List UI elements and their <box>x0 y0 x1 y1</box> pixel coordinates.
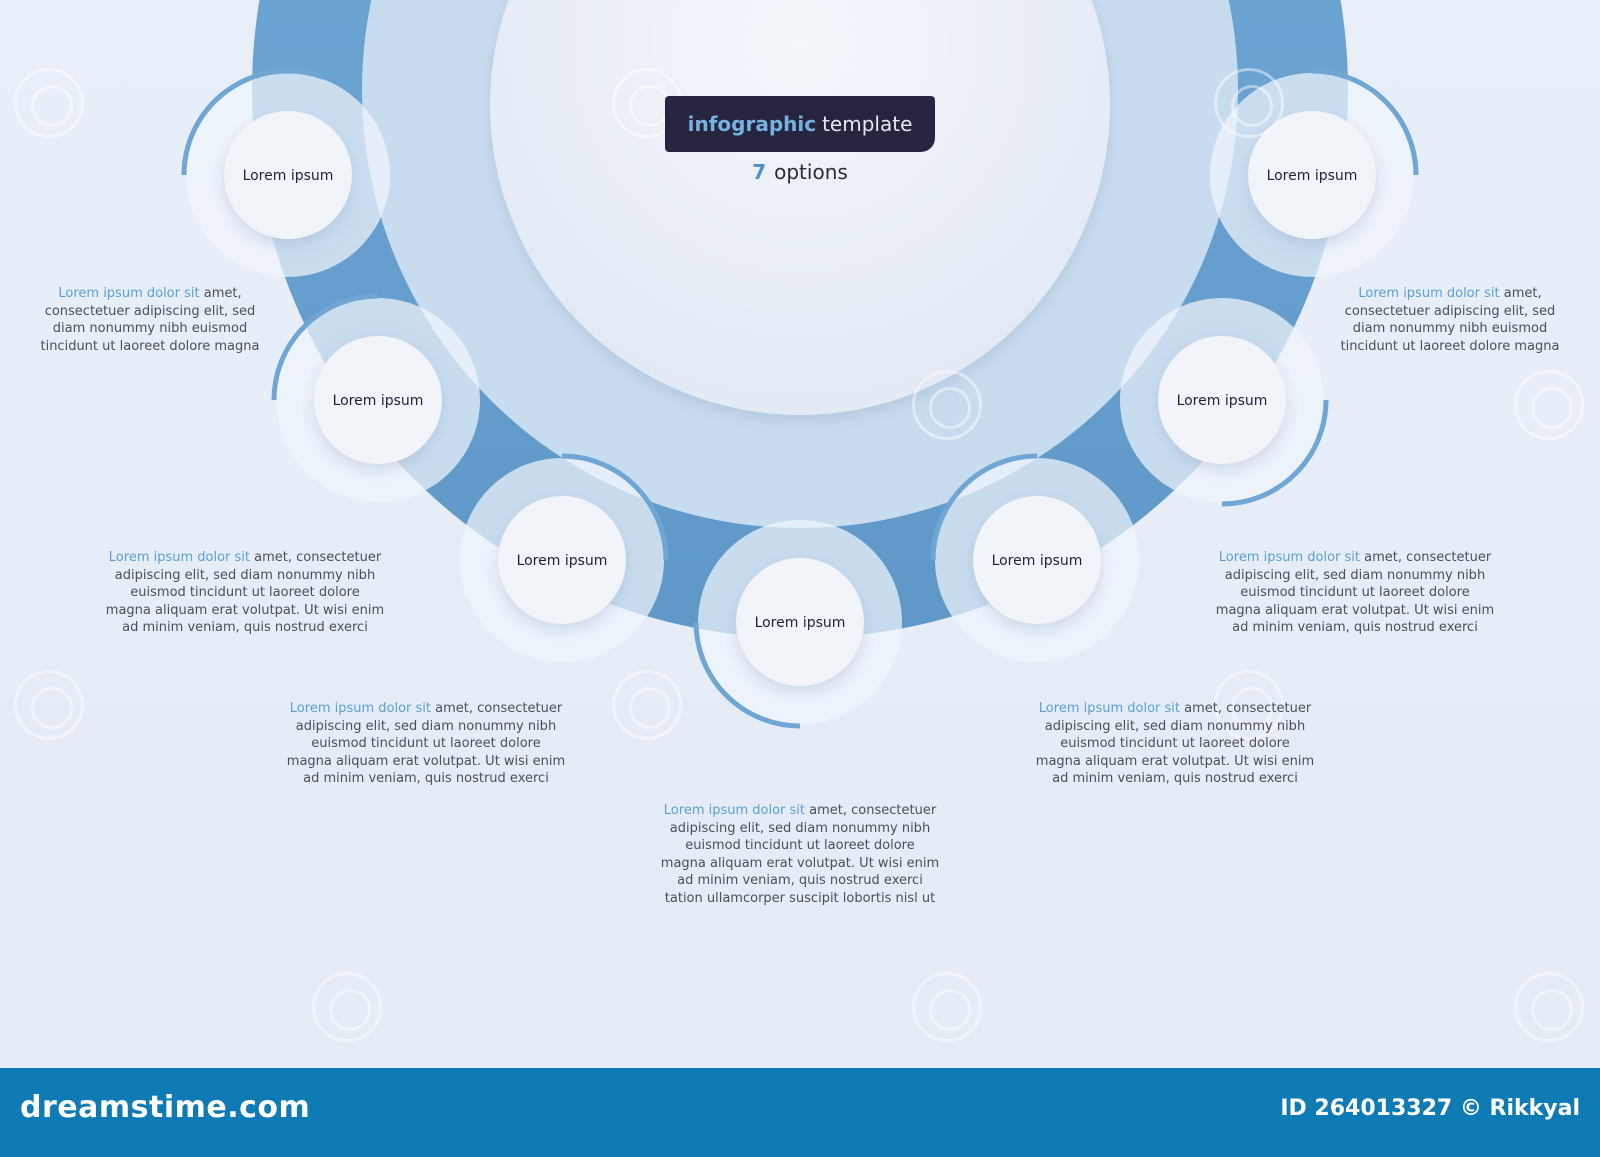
description-line: magna aliquam erat volutpat. Ut wisi eni… <box>1035 753 1315 769</box>
description-line: ad minim veniam, quis nostrud exerci <box>1052 771 1298 786</box>
option-node-1: Lorem ipsum <box>181 68 390 277</box>
footer-bar: dreamstime.com ID 264013327 © Rikkyal <box>0 1068 1600 1157</box>
watermark-icon <box>1214 68 1284 138</box>
watermark-icon <box>1514 370 1584 440</box>
description-line: tincidunt ut laoreet dolore magna <box>1340 338 1560 354</box>
description-line: adipiscing elit, sed diam nonummy nibh <box>295 718 557 734</box>
description-highlight: Lorem ipsum dolor sit <box>58 286 200 301</box>
options-label: options <box>774 160 848 184</box>
node-accent-arc <box>693 621 801 729</box>
node-label: Lorem ipsum <box>1267 168 1358 184</box>
description-line: euismod tincidunt ut laoreet dolore <box>1060 736 1290 751</box>
watermark-icon <box>912 972 982 1042</box>
description-line: ad minim veniam, quis nostrud exerci <box>677 873 923 888</box>
description-line: amet, consectetuer <box>431 701 563 716</box>
node-label: Lorem ipsum <box>517 553 608 569</box>
description-line: adipiscing elit, sed diam nonummy nibh <box>1044 718 1306 734</box>
title-accent: infographic <box>687 112 817 136</box>
node-accent-arc <box>271 293 379 401</box>
description-line: ad minim veniam, quis nostrud exerci <box>303 771 549 786</box>
description-3: Lorem ipsum dolor sit amet, consectetuer… <box>276 700 576 788</box>
description-line: consectetuer adipiscing elit, sed <box>1344 303 1556 319</box>
option-node-2: Lorem ipsum <box>271 293 480 502</box>
description-line: magna aliquam erat volutpat. Ut wisi eni… <box>1215 602 1495 618</box>
node-accent-arc <box>1221 399 1329 507</box>
node-inner-circle <box>498 496 626 624</box>
watermark-icon <box>612 670 682 740</box>
node-accent-arc <box>930 453 1038 561</box>
description-line: magna aliquam erat volutpat. Ut wisi eni… <box>660 855 940 871</box>
description-highlight: Lorem ipsum dolor sit <box>663 803 806 818</box>
description-line: amet, consectetuer <box>805 803 937 818</box>
options-count: 7 <box>752 160 767 184</box>
description-highlight: Lorem ipsum dolor sit <box>1358 286 1500 301</box>
description-line: diam nonummy nibh euismod <box>1352 321 1548 336</box>
description-line: amet, consectetuer <box>1360 550 1492 565</box>
description-2: Lorem ipsum dolor sit amet, consectetuer… <box>95 549 395 637</box>
node-inner-circle <box>1158 336 1286 464</box>
description-line: diam nonummy nibh euismod <box>52 321 248 336</box>
description-7: Lorem ipsum dolor sit amet, consectetuer … <box>1320 285 1580 355</box>
description-line: amet, <box>1499 286 1542 301</box>
description-line: magna aliquam erat volutpat. Ut wisi eni… <box>105 602 385 618</box>
description-line: tincidunt ut laoreet dolore magna <box>40 338 260 354</box>
node-inner-circle <box>314 336 442 464</box>
node-label: Lorem ipsum <box>333 393 424 409</box>
description-1: Lorem ipsum dolor sit amet, consectetuer … <box>20 285 280 355</box>
description-line: consectetuer adipiscing elit, sed <box>44 303 256 319</box>
watermark-icon <box>1514 972 1584 1042</box>
description-line: euismod tincidunt ut laoreet dolore <box>685 838 915 853</box>
description-line: adipiscing elit, sed diam nonummy nibh <box>1224 567 1486 583</box>
watermark-icon <box>14 670 84 740</box>
description-line: tation ullamcorper suscipit lobortis nis… <box>664 890 936 906</box>
option-node-6: Lorem ipsum <box>1120 298 1329 507</box>
title-badge: infographic template <box>665 96 935 152</box>
node-accent-arc <box>181 68 325 176</box>
description-line: adipiscing elit, sed diam nonummy nibh <box>114 567 376 583</box>
node-label: Lorem ipsum <box>755 615 846 631</box>
description-line: adipiscing elit, sed diam nonummy nibh <box>669 820 931 836</box>
description-highlight: Lorem ipsum dolor sit <box>1038 701 1181 716</box>
node-inner-circle <box>736 558 864 686</box>
description-highlight: Lorem ipsum dolor sit <box>1218 550 1361 565</box>
options-subtitle: 7 options <box>665 160 935 184</box>
image-credit: ID 264013327 © Rikkyal <box>1280 1096 1580 1121</box>
description-highlight: Lorem ipsum dolor sit <box>289 701 432 716</box>
description-5: Lorem ipsum dolor sit amet, consectetuer… <box>1025 700 1325 788</box>
option-node-5: Lorem ipsum <box>930 453 1139 662</box>
node-inner-circle <box>1248 111 1376 239</box>
description-line: ad minim veniam, quis nostrud exerci <box>122 620 368 635</box>
node-accent-arc <box>1311 68 1419 176</box>
watermark-icon <box>912 370 982 440</box>
option-node-7: Lorem ipsum <box>1210 68 1419 277</box>
description-line: euismod tincidunt ut laoreet dolore <box>130 585 360 600</box>
option-node-4: Lorem ipsum <box>693 520 902 729</box>
description-line: amet, <box>199 286 242 301</box>
description-line: euismod tincidunt ut laoreet dolore <box>1240 585 1470 600</box>
node-inner-circle <box>973 496 1101 624</box>
description-line: amet, consectetuer <box>250 550 382 565</box>
description-line: euismod tincidunt ut laoreet dolore <box>311 736 541 751</box>
description-highlight: Lorem ipsum dolor sit <box>108 550 251 565</box>
node-inner-circle <box>224 111 352 239</box>
description-6: Lorem ipsum dolor sit amet, consectetuer… <box>1205 549 1505 637</box>
node-label: Lorem ipsum <box>1177 393 1268 409</box>
description-4: Lorem ipsum dolor sit amet, consectetuer… <box>650 802 950 907</box>
description-line: amet, consectetuer <box>1180 701 1312 716</box>
option-node-3: Lorem ipsum <box>460 453 669 662</box>
watermark-icon <box>1214 670 1284 740</box>
title-rest: template <box>822 112 913 136</box>
description-line: magna aliquam erat volutpat. Ut wisi eni… <box>286 753 566 769</box>
node-accent-arc <box>561 453 669 561</box>
watermark-icon <box>312 972 382 1042</box>
node-label: Lorem ipsum <box>243 168 334 184</box>
brand-logo: dreamstime.com <box>20 1090 311 1125</box>
watermark-icon <box>14 68 84 138</box>
description-line: ad minim veniam, quis nostrud exerci <box>1232 620 1478 635</box>
node-label: Lorem ipsum <box>992 553 1083 569</box>
